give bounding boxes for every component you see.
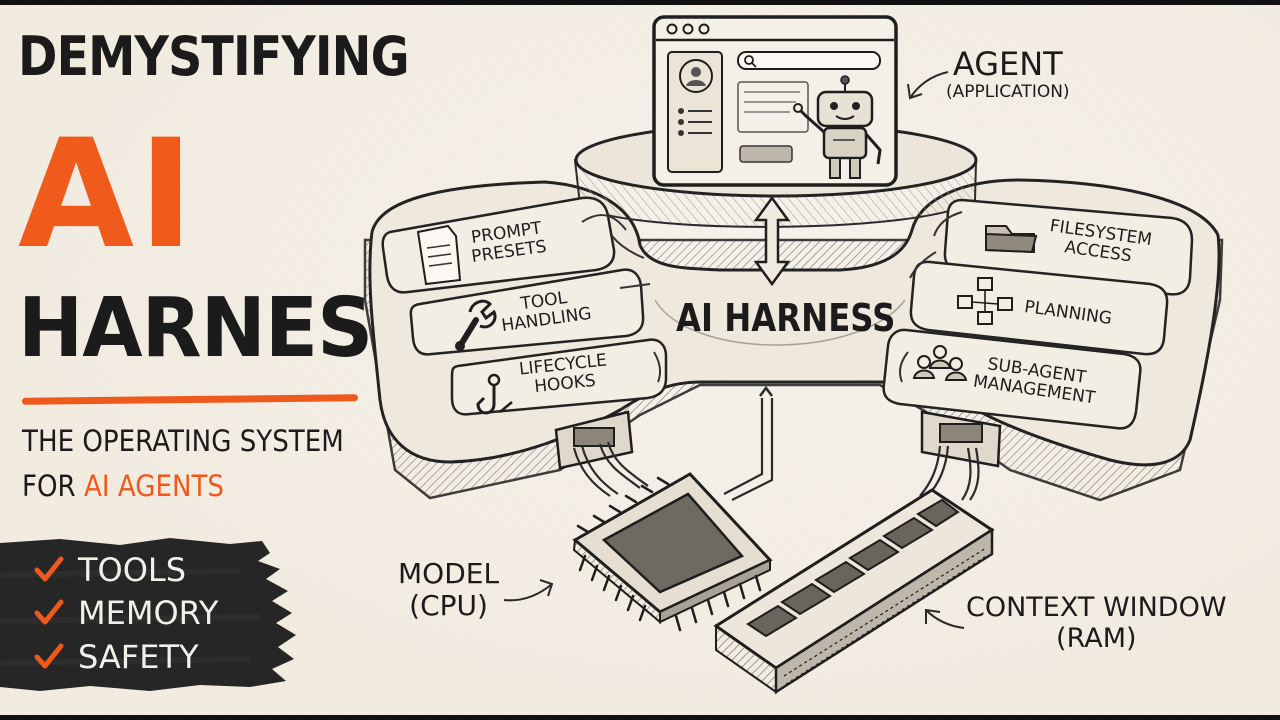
folder-icon: [985, 225, 1038, 254]
subtitle-line-1: THE OPERATING SYSTEM: [22, 424, 344, 458]
title-line-3: HARNESS: [18, 281, 425, 376]
search-icon: [744, 55, 754, 65]
checklist-item-tools: TOOLS: [34, 551, 186, 589]
document-icon: [416, 224, 462, 286]
top-border: [0, 0, 1280, 5]
checklist-item-memory: MEMORY: [34, 594, 218, 632]
wrench-icon: [455, 299, 497, 351]
agent-app-window: [652, 15, 898, 187]
title-line-1: DEMYSTIFYING: [18, 25, 410, 88]
model-label: MODEL(CPU): [398, 557, 500, 623]
context-window-label: CONTEXT WINDOW(RAM): [966, 592, 1227, 655]
center-harness-label: AI HARNESS: [676, 296, 896, 340]
agent-label: AGENT (APPLICATION): [946, 46, 1070, 102]
check-icon: [34, 643, 64, 669]
title-line-2: AI: [18, 108, 198, 282]
subtitle-accent: AI AGENTS: [83, 469, 224, 503]
agent-harness-arrow: [753, 195, 791, 287]
subtitle-line-2: FOR AI AGENTS: [22, 469, 224, 503]
pointer-arrows: [503, 71, 965, 629]
agent-label-title: AGENT: [952, 45, 1063, 83]
ram-module-icon: [713, 488, 995, 695]
cpu-chip-icon: [572, 472, 773, 632]
checklist-item-safety: SAFETY: [34, 638, 199, 676]
search-bar: [737, 51, 881, 70]
hook-icon: [476, 373, 513, 415]
left-module-cards: [381, 196, 668, 416]
check-icon: [34, 556, 64, 582]
bottom-border: [0, 715, 1280, 720]
flowchart-icon: [957, 277, 1013, 325]
people-icon: [912, 345, 968, 381]
agent-label-subtitle: (APPLICATION): [946, 81, 1070, 102]
right-socket: [920, 410, 1002, 468]
robot-icon: [793, 75, 882, 179]
check-icon: [34, 599, 64, 625]
user-avatar-icon: [679, 59, 713, 93]
right-module-cards: [882, 198, 1194, 430]
cables: [572, 385, 980, 501]
subtitle-prefix: FOR: [22, 469, 84, 503]
